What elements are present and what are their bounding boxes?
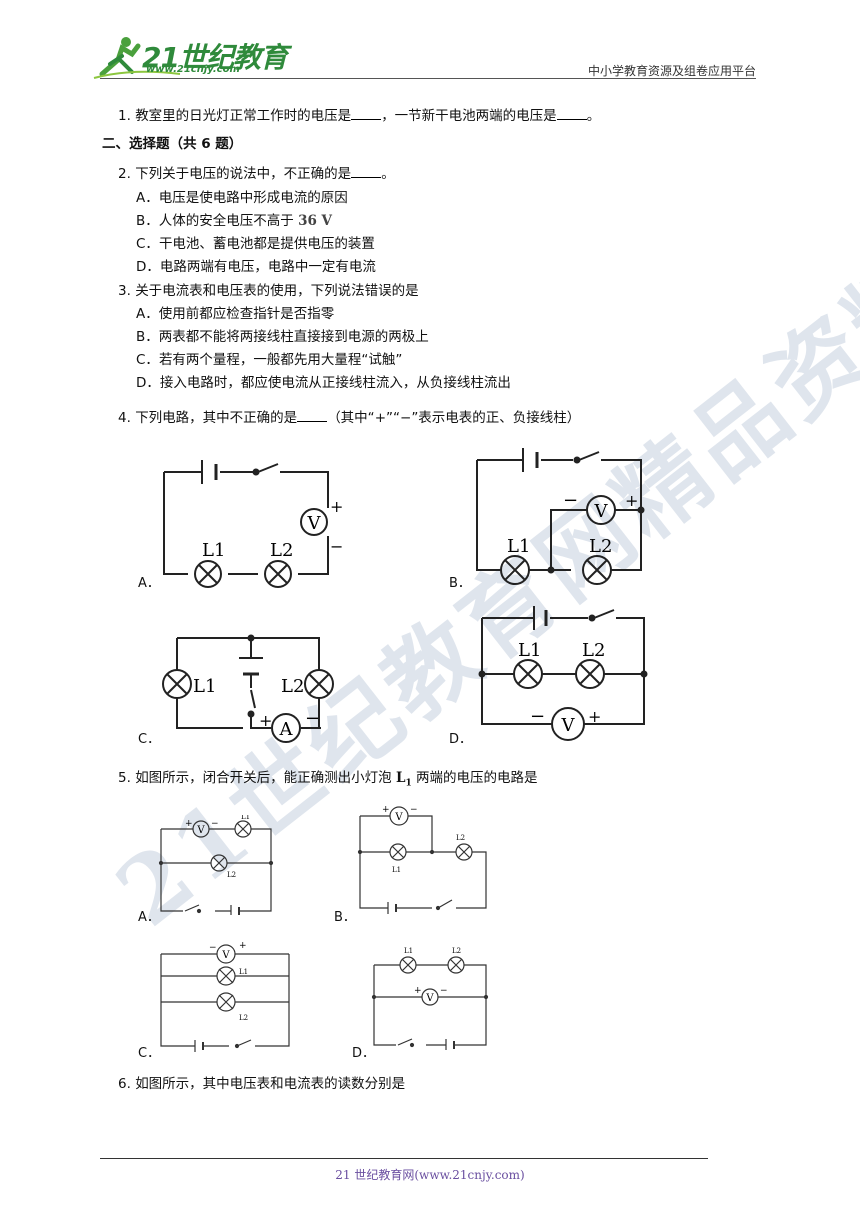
question-text: 下列电路，其中不正确的是 xyxy=(135,410,298,426)
svg-text:L1: L1 xyxy=(507,536,530,557)
question-1: 1. 教室里的日光灯正常工作时的电压是 ，一节新干电池两端的电压是 。 xyxy=(118,104,600,124)
svg-text:L1: L1 xyxy=(392,866,401,874)
question-text: 如图所示，闭合开关后，能正确测出小灯泡 xyxy=(135,770,392,786)
question-3: 3. 关于电流表和电压表的使用，下列说法错误的是 xyxy=(118,279,419,299)
option-c: C．若有两个量程，一般都先用大量程“试触” xyxy=(136,352,403,368)
svg-text:−: − xyxy=(410,805,418,815)
option-label: B． xyxy=(334,910,356,925)
svg-text:+: + xyxy=(185,819,193,829)
svg-text:−: − xyxy=(530,706,545,727)
question-text: 如图所示，其中电压表和电流表的读数分别是 xyxy=(135,1076,406,1092)
svg-text:L1: L1 xyxy=(518,640,541,661)
circuit-4d: V − + L1 L2 xyxy=(478,606,648,741)
option-a: A．使用前都应检查指针是否指零 xyxy=(136,306,335,322)
circuit-4c: A + − L1 L2 xyxy=(162,634,334,743)
option-d: D．接入电路时，都应使电流从正接线柱流入，从负接线柱流出 xyxy=(136,375,511,391)
question-6: 6. 如图所示，其中电压表和电流表的读数分别是 xyxy=(118,1072,405,1092)
footer-text: 21 世纪教育网(www.21cnjy.com) xyxy=(335,1168,525,1182)
svg-text:−: − xyxy=(563,490,578,511)
svg-text:+: + xyxy=(382,805,390,815)
svg-text:L2: L2 xyxy=(589,536,612,557)
option-label: D． xyxy=(449,732,473,747)
svg-text:L2: L2 xyxy=(582,640,605,661)
answer-blank xyxy=(351,107,382,120)
answer-blank xyxy=(351,165,382,178)
question-text: 教室里的日光灯正常工作时的电压是 xyxy=(135,108,352,124)
svg-text:+: + xyxy=(239,941,247,951)
question-number: 2. xyxy=(118,166,131,182)
logo-text: 21世纪教育 xyxy=(142,41,288,74)
option-b: B．两表都不能将两接线柱直接接到电源的两极上 xyxy=(136,329,429,345)
svg-text:−: − xyxy=(440,986,448,996)
option-label: D． xyxy=(352,1046,376,1061)
question-number: 4. xyxy=(118,410,131,426)
svg-text:L2: L2 xyxy=(270,540,293,561)
circuit-5b: V + − L1 L2 xyxy=(357,805,487,914)
question-5: 5. 如图所示，闭合开关后，能正确测出小灯泡 L1 两端的电压的电路是 xyxy=(118,770,538,789)
circuit-5a: V + − L1 L2 xyxy=(158,815,274,915)
svg-text:L1: L1 xyxy=(241,815,250,821)
svg-text:V: V xyxy=(425,993,434,1004)
svg-text:+: + xyxy=(330,497,343,516)
svg-text:V: V xyxy=(561,715,576,736)
svg-text:+: + xyxy=(625,491,638,510)
svg-text:+: + xyxy=(588,707,601,726)
svg-text:L1: L1 xyxy=(202,540,225,561)
question-text: 关于电流表和电压表的使用，下列说法错误的是 xyxy=(135,283,419,299)
option-label: C． xyxy=(138,1046,161,1061)
svg-text:−: − xyxy=(330,537,343,556)
circuit-5c: V − + L1 L2 xyxy=(160,941,290,1052)
question-text: 两端的电压的电路是 xyxy=(416,770,538,786)
circuit-5d: V + − L1 L2 xyxy=(371,947,489,1050)
svg-text:L2: L2 xyxy=(452,947,461,955)
question-2: 2. 下列关于电压的说法中，不正确的是 。 xyxy=(118,162,395,182)
option-b: B．人体的安全电压不高于 36 V xyxy=(136,213,333,229)
section-title: 二、选择题（共 6 题） xyxy=(102,136,243,152)
question-text: ，一节新干电池两端的电压是 xyxy=(381,108,557,124)
svg-text:L2: L2 xyxy=(227,871,236,879)
svg-text:−: − xyxy=(211,819,219,829)
svg-text:L1: L1 xyxy=(193,676,216,697)
header-divider xyxy=(100,78,756,79)
option-label: A． xyxy=(138,576,160,591)
answer-blank xyxy=(297,409,328,422)
question-number: 1. xyxy=(118,108,131,124)
question-number: 5. xyxy=(118,770,131,786)
logo-runner-icon xyxy=(93,37,181,79)
svg-text:−: − xyxy=(305,708,320,729)
option-c: C．干电池、蓄电池都是提供电压的装置 xyxy=(136,236,375,252)
svg-text:L1: L1 xyxy=(404,947,413,955)
option-label: C． xyxy=(138,732,161,747)
svg-text:L1: L1 xyxy=(239,968,248,976)
svg-text:L2: L2 xyxy=(239,1014,248,1022)
svg-text:+: + xyxy=(259,711,272,730)
circuit-4a: V + − L1 L2 xyxy=(163,460,343,588)
svg-text:V: V xyxy=(221,950,230,961)
svg-text:V: V xyxy=(394,812,403,823)
option-label: A． xyxy=(138,910,160,925)
question-number: 6. xyxy=(118,1076,131,1092)
voltmeter-label: V xyxy=(307,513,322,534)
svg-text:V: V xyxy=(594,501,609,522)
option-d: D．电路两端有电压，电路中一定有电流 xyxy=(136,259,376,275)
option-a: A．电压是使电路中形成电流的原因 xyxy=(136,190,348,206)
question-text: 下列关于电压的说法中，不正确的是 xyxy=(135,166,352,182)
svg-text:−: − xyxy=(209,943,217,953)
svg-text:L2: L2 xyxy=(456,834,465,842)
logo-url: www.21cnjy.com xyxy=(146,64,240,75)
question-text: 。 xyxy=(381,166,395,182)
question-text: 。 xyxy=(586,108,601,124)
voltage-value: 36 V xyxy=(298,213,333,229)
question-4: 4. 下列电路，其中不正确的是（其中“+”“−”表示电表的正、负接线柱） xyxy=(118,409,581,426)
platform-title: 中小学教育资源及组卷应用平台 xyxy=(587,64,756,78)
footer-divider xyxy=(100,1158,708,1159)
svg-text:L2: L2 xyxy=(281,676,304,697)
svg-text:A: A xyxy=(279,719,294,740)
circuit-4b: V − + L1 L2 xyxy=(476,448,645,585)
svg-text:V: V xyxy=(196,825,205,836)
answer-blank xyxy=(556,107,587,120)
svg-text:+: + xyxy=(414,986,422,996)
option-label: B． xyxy=(449,576,471,591)
question-number: 3. xyxy=(118,283,131,299)
